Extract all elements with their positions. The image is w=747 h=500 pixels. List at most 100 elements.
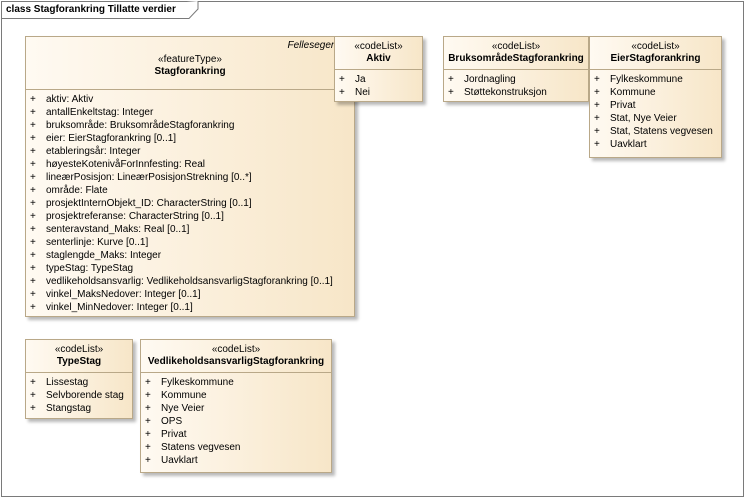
code-value-row: +Selvborende stag [26, 389, 132, 402]
code-value-row: +Lissestag [26, 376, 132, 389]
attribute-text: staglengde_Maks: Integer [46, 250, 162, 261]
attribute-row: + staglengde_Maks: Integer [26, 249, 354, 262]
code-value-row: +OPS [141, 415, 331, 428]
attribute-row: + senteravstand_Maks: Real [0..1] [26, 223, 354, 236]
public-visibility-marker: + [30, 211, 36, 222]
code-value-text: Jordnagling [464, 74, 516, 85]
attribute-text: senteravstand_Maks: Real [0..1] [46, 224, 190, 235]
code-value-row: + Kommune [590, 86, 721, 99]
attribute-row: + typeStag: TypeStag [26, 262, 354, 275]
public-visibility-marker: + [30, 172, 36, 183]
code-value-text: Nye Veier [161, 403, 205, 414]
attribute-text: eier: EierStagforankring [0..1] [46, 133, 177, 144]
code-value-row: + Statens vegvesen [141, 441, 331, 454]
public-visibility-marker: + [30, 263, 36, 274]
attribute-row: + vedlikeholdsansvarlig: Vedlikeholdsansv… [26, 275, 354, 288]
code-value-row: +Privat [141, 428, 331, 441]
attribute-list: +aktiv: Aktiv+antallEnkeltstag: Integer+… [26, 90, 354, 314]
public-visibility-marker: + [30, 185, 36, 196]
attribute-text: etableringsår: Integer [46, 146, 141, 157]
attribute-text: aktiv: Aktiv [46, 94, 94, 105]
public-visibility-marker: + [594, 100, 600, 111]
code-value-text: Uavklart [610, 139, 647, 150]
attribute-text: vedlikeholdsansvarlig: Vedlikeholdsansva… [46, 276, 333, 287]
public-visibility-marker: + [30, 390, 36, 401]
code-value-text: Kommune [610, 87, 656, 98]
code-value-text: Privat [161, 429, 187, 440]
attribute-text: område: Flate [46, 185, 108, 196]
public-visibility-marker: + [30, 224, 36, 235]
code-value-text: Ja [355, 74, 366, 85]
value-list: +Ja+Nei [335, 70, 422, 99]
code-value-row: +Fylkeskommune [590, 73, 721, 86]
public-visibility-marker: + [145, 403, 151, 414]
code-value-row: + Privat [590, 99, 721, 112]
public-visibility-marker: + [30, 276, 36, 287]
public-visibility-marker: + [30, 250, 36, 261]
public-visibility-marker: + [448, 74, 454, 85]
class-aktiv[interactable]: «codeList» Aktiv +Ja+Nei [334, 36, 423, 102]
attribute-text: typeStag: TypeStag [46, 263, 134, 274]
code-value-row: +Stat, Nye Veier [590, 112, 721, 125]
class-header: «codeList» Aktiv [335, 37, 422, 70]
attribute-row: + senterlinje: Kurve [0..1] [26, 236, 354, 249]
code-value-text: Statens vegvesen [161, 442, 241, 453]
public-visibility-marker: + [30, 302, 36, 313]
public-visibility-marker: + [30, 94, 36, 105]
code-value-row: + Nye Veier [141, 402, 331, 415]
code-value-text: Uavklart [161, 455, 198, 466]
value-list: +Fylkeskommune+Kommune+Privat+Stat, Nye … [590, 70, 721, 151]
attribute-text: antallEnkeltstag: Integer [46, 107, 154, 118]
attribute-row: +høyesteKotenivåForInnfesting: Real [26, 158, 354, 171]
code-value-text: Privat [610, 100, 636, 111]
class-eier-stagforankring[interactable]: «codeList» EierStagforankring +Fylkeskom… [589, 36, 722, 158]
class-header: «codeList» EierStagforankring [590, 37, 721, 70]
stereotype-label: «codeList» [211, 344, 261, 355]
stereotype-label: «codeList» [631, 41, 680, 52]
code-value-text: Kommune [161, 390, 207, 401]
stereotype-label: «codeList» [54, 344, 104, 355]
value-list: +Lissestag+Selvborende stag+Stangstag [26, 373, 132, 415]
attribute-row: + lineærPosisjon: LineærPosisjonStrekning… [26, 171, 354, 184]
stereotype-label: «featureType» [158, 54, 222, 65]
code-value-row: + Kommune [141, 389, 331, 402]
class-bruksomrade-stagforankring[interactable]: «codeList» BruksområdeStagforankring + Jo… [443, 36, 589, 102]
code-value-text: Nei [355, 87, 371, 98]
public-visibility-marker: + [30, 289, 36, 300]
frame-label: class Stagforankring Tillatte verdier [6, 4, 176, 15]
class-typestag[interactable]: «codeList» TypeStag +Lissestag+Selvboren… [25, 339, 133, 419]
code-value-row: +Stat, Statens vegvesen [590, 125, 721, 138]
code-value-row: +Stangstag [26, 402, 132, 415]
class-stagforankring[interactable]: Fellesegenska «featureType» Stagforankri… [25, 36, 355, 317]
public-visibility-marker: + [30, 237, 36, 248]
public-visibility-marker: + [339, 74, 345, 85]
code-value-row: + Støttekonstruksjon [444, 86, 588, 99]
code-value-text: Fylkeskommune [610, 74, 683, 85]
public-visibility-marker: + [145, 377, 151, 388]
public-visibility-marker: + [594, 139, 600, 150]
public-visibility-marker: + [145, 442, 151, 453]
code-value-text: Stangstag [46, 403, 92, 414]
public-visibility-marker: + [448, 87, 454, 98]
stereotype-label: «codeList» [354, 41, 403, 52]
attribute-text: senterlinje: Kurve [0..1] [46, 237, 149, 248]
public-visibility-marker: + [594, 87, 600, 98]
frame-tab-outline [1, 1, 199, 19]
public-visibility-marker: + [30, 120, 36, 131]
class-header: «codeList» VedlikeholdsansvarligStagfora… [141, 340, 331, 373]
class-header: «codeList» TypeStag [26, 340, 132, 373]
code-value-row: +Fylkeskommune [141, 376, 331, 389]
class-header: «codeList» BruksområdeStagforankring [444, 37, 588, 70]
public-visibility-marker: + [145, 390, 151, 401]
code-value-row: + Uavklart [590, 138, 721, 151]
class-vedlikeholdsansvarlig-stagforankring[interactable]: «codeList» VedlikeholdsansvarligStagfora… [140, 339, 332, 473]
code-value-text: Støttekonstruksjon [464, 87, 547, 98]
public-visibility-marker: + [30, 133, 36, 144]
attribute-row: +bruksområde: BruksområdeStagforankring [26, 119, 354, 132]
attribute-row: + område: Flate [26, 184, 354, 197]
class-name: Stagforankring [154, 66, 226, 77]
code-value-text: Stat, Nye Veier [610, 113, 677, 124]
attribute-text: lineærPosisjon: LineærPosisjonStrekning … [46, 172, 252, 183]
attribute-text: prosjektInternObjekt_ID: CharacterString… [46, 198, 252, 209]
